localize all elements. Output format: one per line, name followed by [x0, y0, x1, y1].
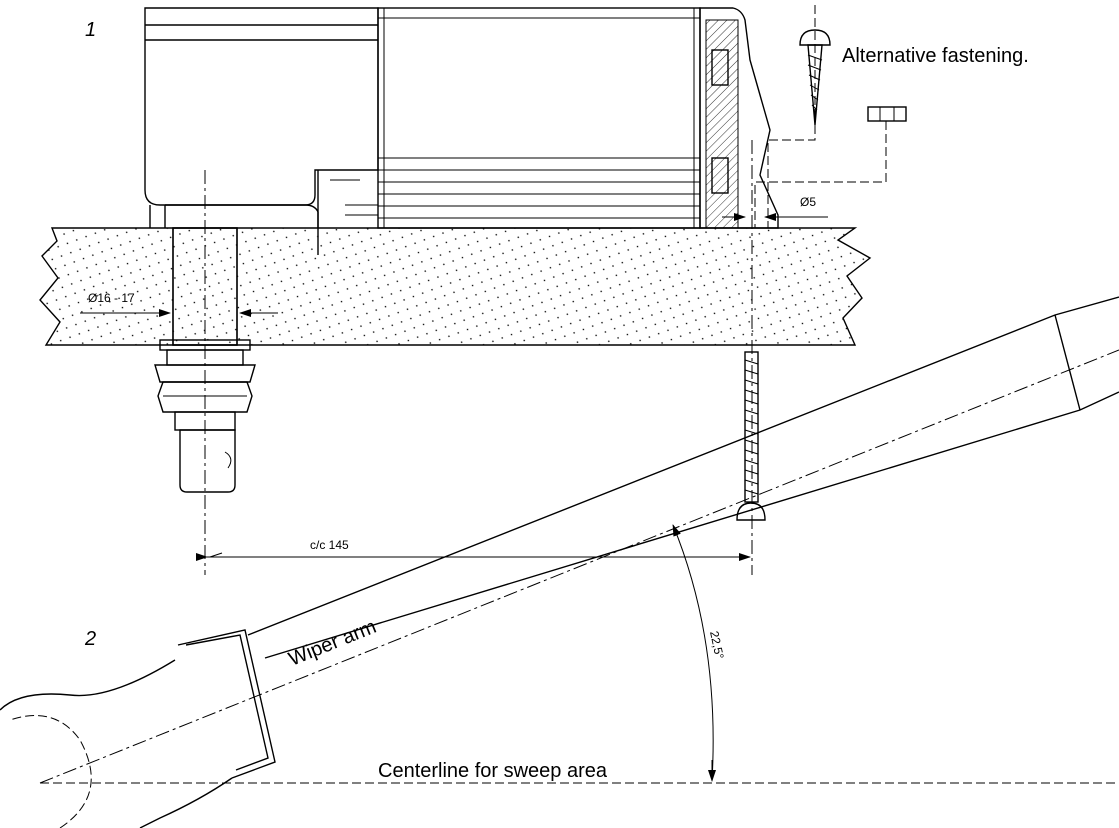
- hole-diameter-label: Ø5: [800, 195, 816, 209]
- wiper-arm: [0, 296, 1119, 828]
- angle-arc: [672, 524, 714, 782]
- view-label-1: 1: [85, 19, 96, 41]
- motor-housing: [144, 7, 379, 255]
- motor-body: [377, 7, 701, 229]
- alternative-fastening-label: Alternative fastening.: [842, 45, 1029, 67]
- center-distance-label: c/c 145: [310, 538, 349, 552]
- angle-label: 22,5°: [707, 630, 727, 661]
- sweep-centerline-label: Centerline for sweep area: [378, 760, 608, 782]
- motor-end-cap: [699, 7, 779, 229]
- shaft-diameter-label: Ø16 - 17: [88, 291, 135, 305]
- hex-nut: [867, 106, 907, 122]
- nut-leader: [754, 121, 887, 228]
- view-label-2: 2: [84, 628, 96, 650]
- wiper-arm-axis: [39, 349, 1119, 784]
- wiper-arm-label: Wiper arm: [286, 616, 380, 671]
- screw-leader: [767, 5, 816, 228]
- mounting-panel: [39, 227, 872, 346]
